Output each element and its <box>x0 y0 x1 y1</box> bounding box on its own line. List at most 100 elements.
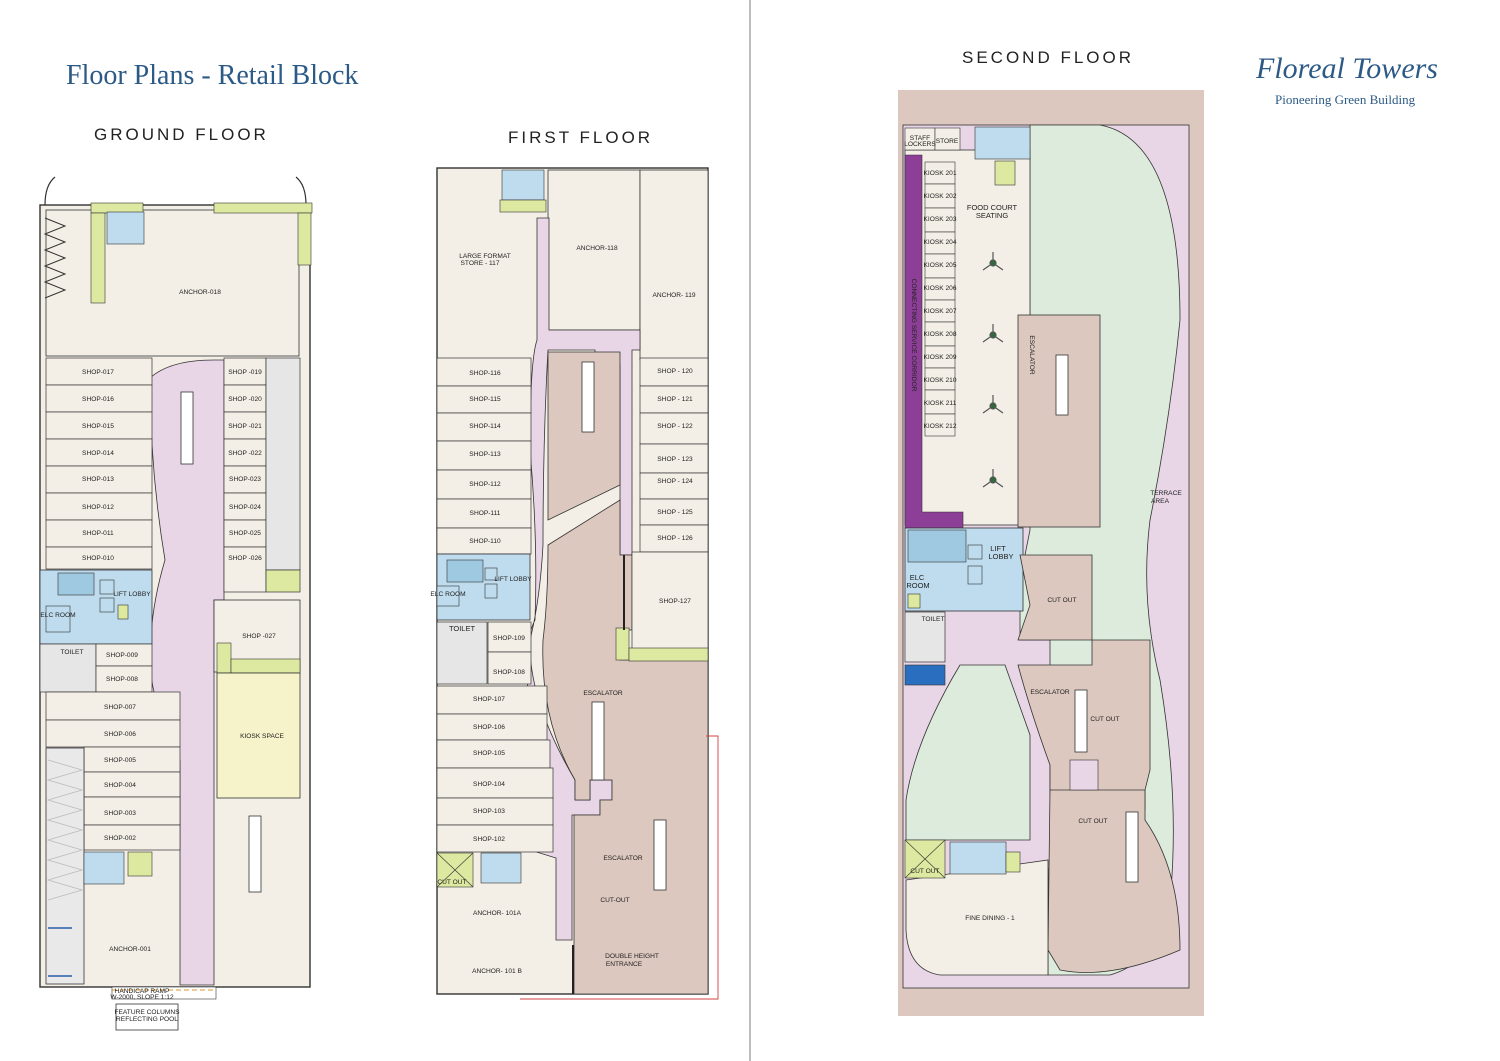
shop-label: SHOP - 121 <box>657 396 693 403</box>
toilet-label: TOILET <box>449 624 476 633</box>
kiosk-label: KIOSK 201 <box>924 170 957 177</box>
shop-label: SHOP-011 <box>82 530 114 537</box>
second-floor-plan <box>898 90 1204 1016</box>
shop-127-label: SHOP-127 <box>659 598 691 605</box>
fine-dining-label: FINE DINING - 1 <box>965 915 1015 922</box>
shop-label: SHOP -026 <box>228 555 262 562</box>
kiosk-label: KIOSK 207 <box>924 308 957 315</box>
escalator-label: ESCALATOR <box>1028 335 1035 375</box>
shop-label: SHOP - 125 <box>657 509 693 516</box>
toilet-label: TOILET <box>922 616 945 623</box>
reflecting-pool-label: REFLECTING POOL <box>116 1016 178 1023</box>
anchor-001-label: ANCHOR-001 <box>109 946 151 953</box>
lift-lobby-label: LIFT <box>990 544 1006 553</box>
shop-label: SHOP-114 <box>469 423 501 430</box>
shop-label: SHOP - 120 <box>657 368 693 375</box>
shop-label: SHOP-102 <box>473 836 505 843</box>
food-court-label: SEATING <box>976 211 1009 220</box>
cut-out-label: CUT OUT <box>1078 818 1107 825</box>
shop-label: SHOP - 122 <box>657 423 693 430</box>
shop-label: SHOP-008 <box>106 676 138 683</box>
shop-label: SHOP-112 <box>469 481 501 488</box>
shop-label: SHOP-107 <box>473 696 505 703</box>
shop-label: SHOP-023 <box>229 476 261 483</box>
kiosk-label: KIOSK 202 <box>924 193 957 200</box>
cut-out-label: CUT OUT <box>1090 716 1119 723</box>
shop-label: SHOP-007 <box>104 704 136 711</box>
lift-lobby-label: LOBBY <box>988 552 1013 561</box>
anchor-101a-label: ANCHOR- 101A <box>473 910 522 917</box>
staff-lockers-label: STAFF <box>910 135 930 142</box>
brand-tagline: Pioneering Green Building <box>1275 92 1416 107</box>
large-format-label: LARGE FORMAT <box>459 253 511 260</box>
anchor-101b-label: ANCHOR- 101 B <box>472 968 522 975</box>
first-floor-title: FIRST FLOOR <box>508 128 654 147</box>
shop-label: SHOP-014 <box>82 450 114 457</box>
kiosk-label: KIOSK 205 <box>924 262 957 269</box>
brand-logo: Floreal Towers <box>1256 52 1438 85</box>
shop-label: SHOP-002 <box>104 835 136 842</box>
toilet-label: TOILET <box>61 649 84 656</box>
anchor-119-label: ANCHOR- 119 <box>652 292 695 299</box>
shop-label: SHOP - 126 <box>657 535 693 542</box>
shop-label: SHOP-103 <box>473 808 505 815</box>
cut-out-label: CUT OUT <box>1047 597 1076 604</box>
shop-label: SHOP-017 <box>82 369 114 376</box>
ground-floor-plan <box>39 176 313 1031</box>
kiosk-space-label: KIOSK SPACE <box>240 733 284 740</box>
shop-label: SHOP-108 <box>493 669 525 676</box>
ramp-spec-label: W-2000, SLOPE 1:12 <box>110 994 174 1001</box>
store-label: STORE <box>936 138 959 145</box>
first-floor-plan <box>436 167 719 1000</box>
anchor-118-label: ANCHOR-118 <box>576 245 618 252</box>
kiosk-label: KIOSK 204 <box>924 239 957 246</box>
anchor-018-label: ANCHOR-018 <box>179 289 221 296</box>
entrance-label: ENTRANCE <box>606 961 643 968</box>
kiosk-label: KIOSK 212 <box>924 423 957 430</box>
shop-label: SHOP-003 <box>104 810 136 817</box>
shop-027-label: SHOP -027 <box>242 633 276 640</box>
shop-label: SHOP-015 <box>82 423 114 430</box>
shop-label: SHOP -020 <box>228 396 262 403</box>
elc-room-label: ELC ROOM <box>430 591 465 598</box>
page-divider <box>749 0 751 1061</box>
kiosk-label: KIOSK 203 <box>924 216 957 223</box>
escalator-label: ESCALATOR <box>1030 689 1070 696</box>
ground-floor-title: GROUND FLOOR <box>94 125 269 144</box>
feature-columns-label: FEATURE COLUMNS <box>114 1009 180 1016</box>
shop-label: SHOP-025 <box>229 530 261 537</box>
escalator-label: ESCALATOR <box>603 855 643 862</box>
shop-label: SHOP-115 <box>469 396 501 403</box>
kiosk-label: KIOSK 208 <box>924 331 957 338</box>
shop-label: SHOP-012 <box>82 504 114 511</box>
elc-room-label: ROOM <box>906 581 929 590</box>
lift-lobby-label: LIFT LOBBY <box>113 591 151 598</box>
large-format-label: STORE - 117 <box>461 260 500 267</box>
shop-label: SHOP -019 <box>228 369 262 376</box>
kiosk-label: KIOSK 211 <box>924 400 957 407</box>
food-court-label: FOOD COURT <box>967 203 1018 212</box>
service-corridor-label: CONNECTING SERVICE CORRIDOR <box>910 279 917 392</box>
cut-out-label: CUT-OUT <box>600 897 629 904</box>
shop-label: SHOP-113 <box>469 451 501 458</box>
cut-out-label: CUT OUT <box>437 879 466 886</box>
cut-out-label: CUT OUT <box>910 868 939 875</box>
elc-room-label: ELC ROOM <box>40 612 75 619</box>
shop-label: SHOP - 123 <box>657 456 693 463</box>
elc-room-label: ELC <box>910 573 925 582</box>
lift-lobby-label: LIFT LOBBY <box>494 576 532 583</box>
shop-label: SHOP-010 <box>82 555 114 562</box>
shop-label: SHOP-009 <box>106 652 138 659</box>
terrace-label: TERRACE <box>1150 490 1182 497</box>
kiosk-label: KIOSK 206 <box>924 285 957 292</box>
shop-label: SHOP-105 <box>473 750 505 757</box>
shop-label: SHOP-016 <box>82 396 114 403</box>
shop-label: SHOP-005 <box>104 757 136 764</box>
ramp-label: HANDICAP RAMP <box>115 988 170 995</box>
shop-label: SHOP -021 <box>228 423 262 430</box>
kiosk-label: KIOSK 210 <box>924 377 957 384</box>
kiosk-label: KIOSK 209 <box>924 354 957 361</box>
shop-label: SHOP -022 <box>228 450 262 457</box>
double-height-label: DOUBLE HEIGHT <box>605 953 659 960</box>
